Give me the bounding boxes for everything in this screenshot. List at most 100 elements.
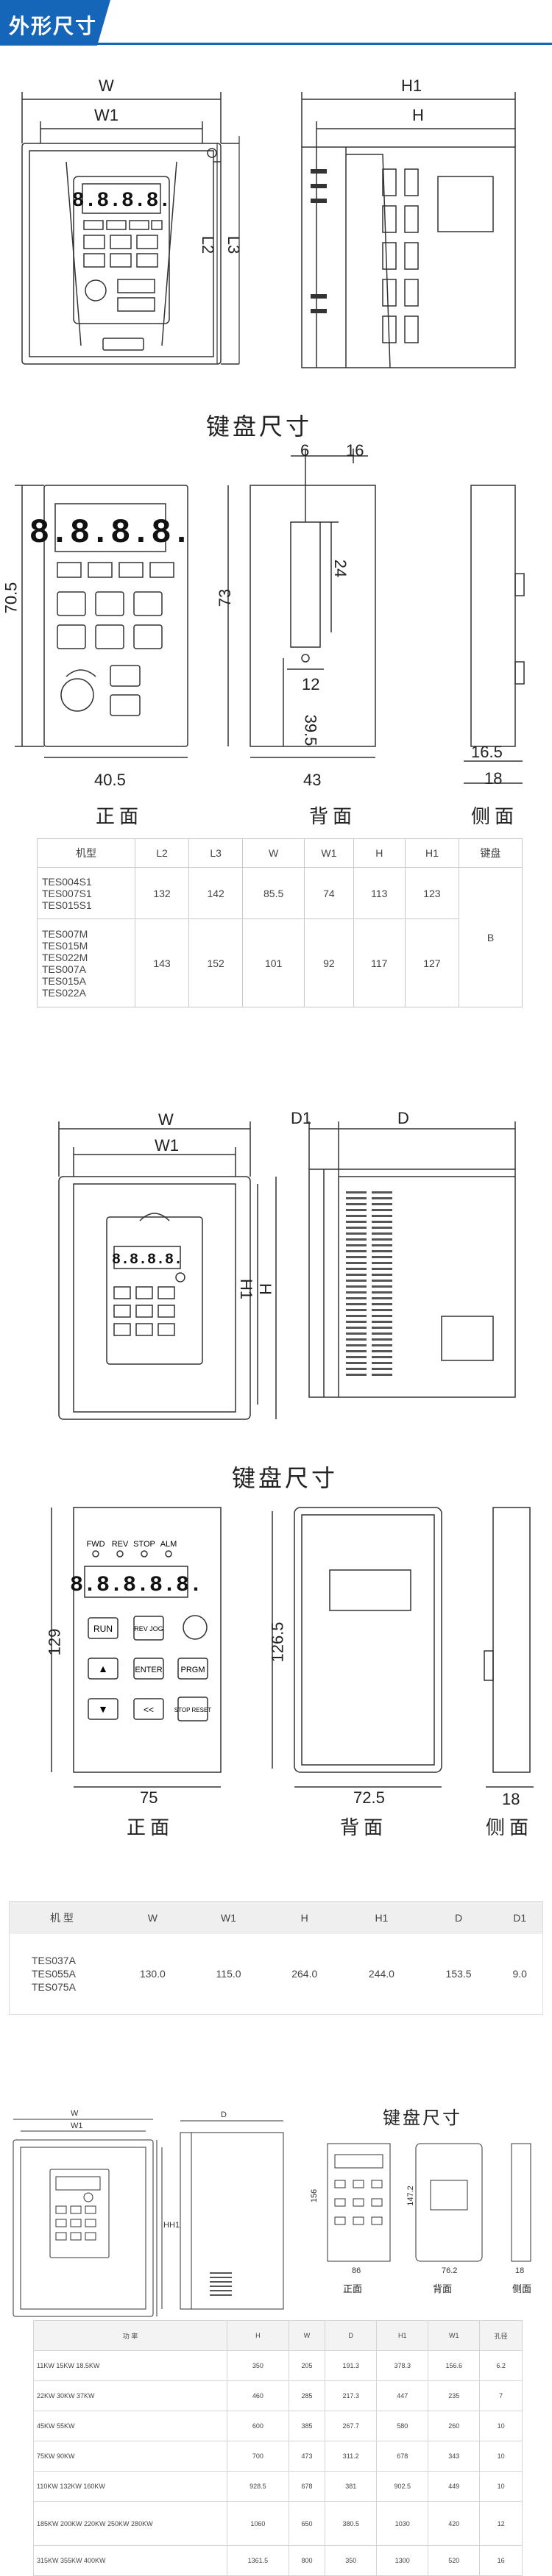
vent-slot <box>346 1350 367 1352</box>
t3-cell: 260 <box>428 2411 481 2441</box>
dim-H: H <box>412 106 424 124</box>
vent-slot <box>372 1368 392 1370</box>
dim3-W1: W1 <box>71 2122 83 2130</box>
t3-cell: 580 <box>376 2411 429 2441</box>
vent-slot <box>346 1280 367 1282</box>
t1-cell: 74 <box>304 867 354 919</box>
t3-cell: 217.3 <box>325 2380 378 2411</box>
model: TES015M <box>42 939 88 952</box>
t2-h0: 机 型 <box>50 1911 74 1924</box>
vent-slot <box>346 1344 367 1346</box>
kb1-back <box>227 449 376 758</box>
model: TES015A <box>42 974 86 987</box>
vent-slot <box>372 1191 392 1194</box>
vent-slot <box>346 1191 367 1194</box>
vent-slot <box>372 1238 392 1241</box>
dim2-H1: H1 <box>237 1278 256 1300</box>
t3-h2: W <box>288 2320 326 2351</box>
t3-cell: 928.5 <box>227 2471 289 2502</box>
vent-slot <box>346 1221 367 1223</box>
vent-slot <box>372 1203 392 1205</box>
t3-cell: 75KW 90KW <box>33 2441 227 2472</box>
kb3-dim-L: 156 <box>310 2188 319 2203</box>
kb2-front: FWD REV STOP ALM 8.8.8.8.8. RUN REV JOG … <box>51 1507 222 1788</box>
dim3-H: H <box>163 2221 169 2230</box>
t1-cell: 132 <box>134 867 190 919</box>
vent-slot <box>372 1362 392 1364</box>
dimension-table-1: 机型 L2 L3 W W1 H H1 键盘 TES004S1 TES007S1 … <box>37 838 523 1007</box>
front-view-medium: 8.8.8.8. <box>58 1121 277 1420</box>
kb3-dim-L2: 147.2 <box>406 2186 415 2206</box>
t1-cell: 142 <box>188 867 244 919</box>
t2-cell: 264.0 <box>291 1968 318 1980</box>
model: TES022M <box>42 951 88 963</box>
side-view-large <box>180 2120 284 2310</box>
vent-slot <box>372 1344 392 1346</box>
t3-cell: 449 <box>428 2471 481 2502</box>
kb3-title: 键盘尺寸 <box>383 2108 462 2128</box>
vent-slot <box>372 1209 392 1211</box>
kb1-display: 8.8.8.8. <box>29 514 192 552</box>
dim3-W: W <box>71 2109 79 2118</box>
vent-slot <box>346 1356 367 1358</box>
table2-header-row: 机 型 W W1 H H1 D D1 <box>9 1901 543 1934</box>
model: TES004S1 <box>42 875 92 888</box>
t1-h1: L2 <box>134 838 190 868</box>
kb1-front-label: 正面 <box>96 805 144 827</box>
t3-cell: 460 <box>227 2380 289 2411</box>
table-row: TES007M TES015M TES022M TES007A TES015A … <box>37 918 523 1007</box>
vent-slot <box>346 1285 367 1288</box>
kb3-side-label: 侧面 <box>512 2283 532 2294</box>
t3-cell: 350 <box>227 2350 289 2381</box>
t3-cell: 902.5 <box>376 2471 429 2502</box>
kb1-dim-16: 16 <box>346 441 364 460</box>
front-view-small: 8.8.8.8. <box>21 92 239 365</box>
t1-h0: 机型 <box>37 838 135 868</box>
vent-slot <box>372 1350 392 1352</box>
t3-h5: W1 <box>428 2320 481 2351</box>
vent-slot <box>372 1297 392 1299</box>
t1-cell: 123 <box>404 867 459 919</box>
vent-slot <box>372 1327 392 1329</box>
vent-slot <box>346 1368 367 1370</box>
t3-h3: D <box>325 2320 378 2351</box>
t2-cell: 153.5 <box>445 1968 472 1980</box>
kb3-back-label: 背面 <box>433 2283 453 2294</box>
t3-cell: 267.7 <box>325 2411 378 2441</box>
t3-cell: 447 <box>376 2380 429 2411</box>
vent-slot <box>372 1197 392 1199</box>
t3-cell: 311.2 <box>325 2441 378 2472</box>
dim2-D1: D1 <box>291 1109 312 1127</box>
dim-W1: W1 <box>94 106 118 124</box>
vent-slot <box>346 1227 367 1229</box>
vent-slot <box>372 1321 392 1323</box>
t2-h6: D1 <box>513 1911 527 1924</box>
side-view-small <box>301 92 516 368</box>
model: TES007A <box>42 963 86 975</box>
vent-slot <box>372 1374 392 1376</box>
kb1-dim-395: 39.5 <box>301 714 320 746</box>
dim2-W: W <box>158 1110 174 1129</box>
kb1-dim-43: 43 <box>303 771 322 789</box>
vent-slot <box>346 1297 367 1299</box>
kb2-display: 8.8.8.8.8. <box>70 1573 202 1598</box>
vent-slot <box>372 1215 392 1217</box>
t3-cell: 800 <box>288 2545 326 2576</box>
header-rule <box>97 43 552 45</box>
t1-cell: 92 <box>304 918 354 1007</box>
kb1-dim-6: 6 <box>300 441 310 460</box>
kb2-dim-18: 18 <box>502 1790 520 1808</box>
table-row: TES004S1 TES007S1 TES015S1 132 142 85.5 … <box>37 867 523 1007</box>
vent-slot <box>372 1268 392 1270</box>
section-title: 外形尺寸 <box>9 15 98 38</box>
t3-cell: 191.3 <box>325 2350 378 2381</box>
t2-h3: H <box>300 1911 308 1924</box>
t3-cell: 650 <box>288 2501 326 2546</box>
kb1-dim-18: 18 <box>484 769 503 788</box>
